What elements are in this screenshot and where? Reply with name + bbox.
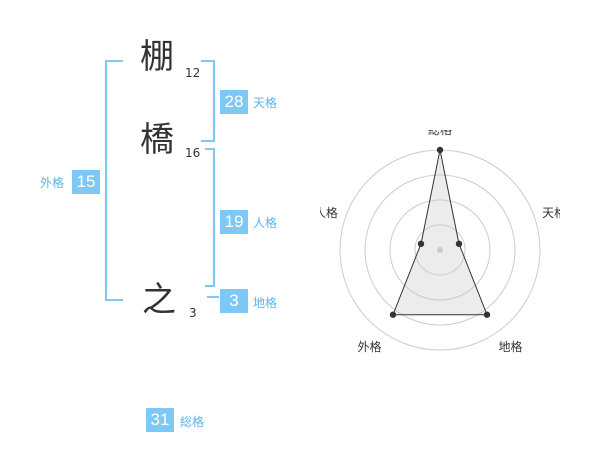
radar-center [437, 247, 443, 253]
soukaku-value: 31 [146, 408, 174, 432]
gaikaku-label: 外格 [40, 176, 65, 190]
name-char-3: 之 [142, 280, 176, 320]
stroke-count-3: 3 [189, 306, 197, 320]
name-char-2: 橋 [140, 120, 174, 160]
radar-point-1 [436, 146, 444, 154]
tenkaku-value: 28 [220, 90, 248, 114]
jinkaku-value: 19 [220, 210, 248, 234]
radar-point-2 [455, 240, 463, 248]
radar-axis-label-1: 総格 [428, 130, 452, 137]
radar-point-5 [417, 240, 425, 248]
chikaku-value: 3 [220, 289, 248, 313]
radar-ring-3 [364, 174, 516, 326]
gaikaku-value: 15 [72, 170, 100, 194]
radar-axis-label-3: 地格 [498, 339, 522, 354]
radar-point-3 [483, 311, 491, 318]
chikaku-label: 地格 [253, 296, 278, 310]
tenkaku-label: 天格 [253, 96, 278, 110]
radar-chart: 総格天格地格 外格 人格 [320, 130, 560, 354]
radar-series-polygon [392, 149, 488, 316]
radar-axis-label-2: 天格 [542, 205, 560, 220]
stroke-count-1: 12 [185, 66, 201, 80]
name-char-1: 棚 [140, 37, 174, 77]
radar-axis-label-4: 外格 [357, 339, 381, 354]
radar-ring-1 [414, 224, 466, 276]
gaikaku-bracket [105, 60, 123, 301]
chikaku-connector [207, 296, 219, 298]
stroke-count-2: 16 [185, 146, 201, 160]
jinkaku-bracket [205, 148, 215, 287]
soukaku-label: 総格 [180, 415, 205, 429]
radar-axis-label-5: 人格 [320, 205, 338, 220]
tenkaku-bracket [201, 60, 215, 142]
radar-ring-2 [389, 199, 491, 301]
radar-point-4 [389, 311, 397, 318]
jinkaku-label: 人格 [253, 216, 278, 230]
